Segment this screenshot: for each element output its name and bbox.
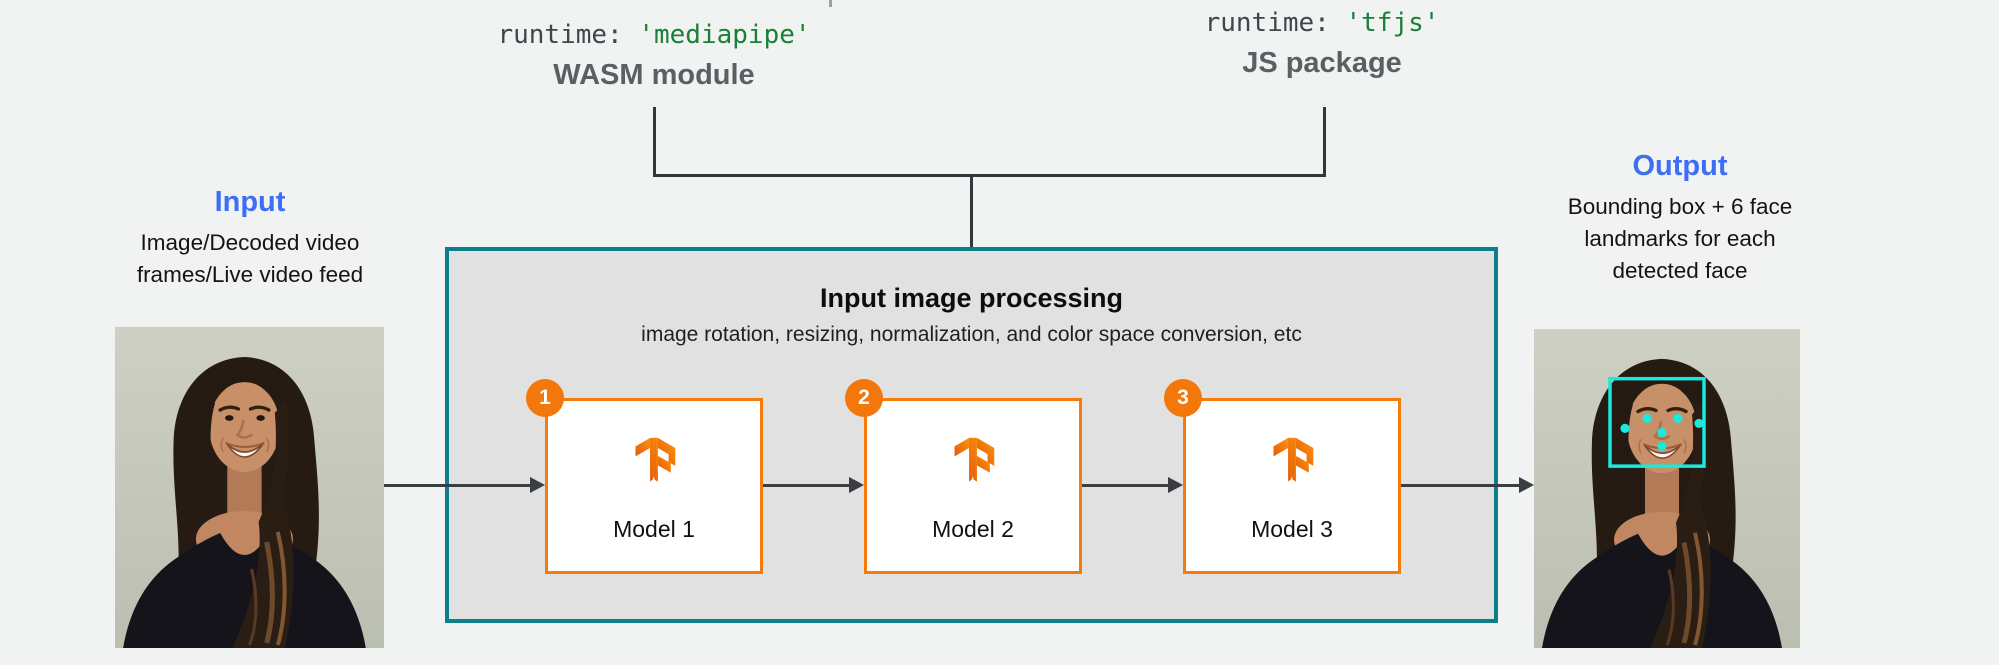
code-value-tfjs: 'tfjs' <box>1345 8 1440 38</box>
js-package-label: JS package <box>1242 47 1402 79</box>
face-bounding-box <box>1608 376 1706 468</box>
model-3-box: 3 Model 3 <box>1164 379 1401 574</box>
top-cropped-line <box>829 0 832 7</box>
output-label: Output <box>1632 150 1728 182</box>
face-landmark-dot <box>1673 413 1683 424</box>
code-key: runtime: <box>497 20 639 50</box>
runtime-mediapipe-code: runtime: 'mediapipe' <box>454 20 854 50</box>
model-1-label: Model 1 <box>613 516 695 542</box>
processing-box-subtitle: image rotation, resizing, normalization,… <box>641 323 1302 346</box>
output-description-line: landmarks for each <box>1584 225 1776 251</box>
bracket-cross-bar <box>653 174 1326 177</box>
processing-box-title: Input image processing <box>819 283 1124 313</box>
arrow-model2-to-model3 <box>1082 477 1183 493</box>
code-value-mediapipe: 'mediapipe' <box>638 20 811 50</box>
output-description-line: detected face <box>1612 257 1748 283</box>
output-photo <box>1534 329 1800 648</box>
code-key: runtime: <box>1204 8 1346 38</box>
arrow-head <box>530 477 545 493</box>
bracket-left-drop-line <box>653 107 656 177</box>
model-3-badge: 3 <box>1164 379 1202 417</box>
bracket-center-stem <box>970 174 973 249</box>
input-label: Input <box>214 186 286 218</box>
arrow-head <box>1168 477 1183 493</box>
bracket-right-drop-line <box>1323 107 1326 177</box>
model-3-label: Model 3 <box>1251 516 1333 542</box>
tensorflow-logo-icon <box>626 431 682 493</box>
face-landmark-dot <box>1642 413 1652 424</box>
model-2-badge: 2 <box>845 379 883 417</box>
arrow-head <box>849 477 864 493</box>
arrow-input-to-model1 <box>384 477 545 493</box>
face-landmark-dot <box>1657 427 1667 437</box>
input-photo <box>115 327 384 648</box>
arrow-model3-to-output <box>1401 477 1534 493</box>
model-2-box: 2 Model 2 <box>845 379 1082 574</box>
runtime-tfjs-code: runtime: 'tfjs' <box>1122 8 1522 38</box>
output-description-line: Bounding box + 6 face <box>1567 194 1793 219</box>
arrow-shaft <box>384 483 533 487</box>
model-2-label: Model 2 <box>932 516 1014 542</box>
face-detection-overlay <box>1608 376 1706 468</box>
input-description-line: frames/Live video feed <box>136 261 364 287</box>
face-landmark-dot <box>1657 441 1667 451</box>
tensorflow-logo-icon <box>1264 431 1320 493</box>
input-description-line: Image/Decoded video <box>140 230 360 255</box>
runtime-tfjs-block: runtime: 'tfjs' JS package <box>1122 8 1522 80</box>
model-1-box: 1 Model 1 <box>526 379 763 574</box>
face-landmark-dot <box>1620 423 1630 433</box>
model-1-badge: 1 <box>526 379 564 417</box>
arrow-shaft <box>1082 483 1171 487</box>
output-block: Output Bounding box + 6 face landmarks f… <box>1525 150 1835 287</box>
arrow-head <box>1519 477 1534 493</box>
face-landmark-dot <box>1694 418 1704 428</box>
arrow-model1-to-model2 <box>763 477 864 493</box>
arrow-shaft <box>763 483 852 487</box>
input-block: Input Image/Decoded video frames/Live vi… <box>95 186 405 291</box>
arrow-shaft <box>1401 483 1522 487</box>
runtime-mediapipe-block: runtime: 'mediapipe' WASM module <box>454 20 854 92</box>
wasm-module-label: WASM module <box>553 59 755 91</box>
tensorflow-logo-icon <box>945 431 1001 493</box>
